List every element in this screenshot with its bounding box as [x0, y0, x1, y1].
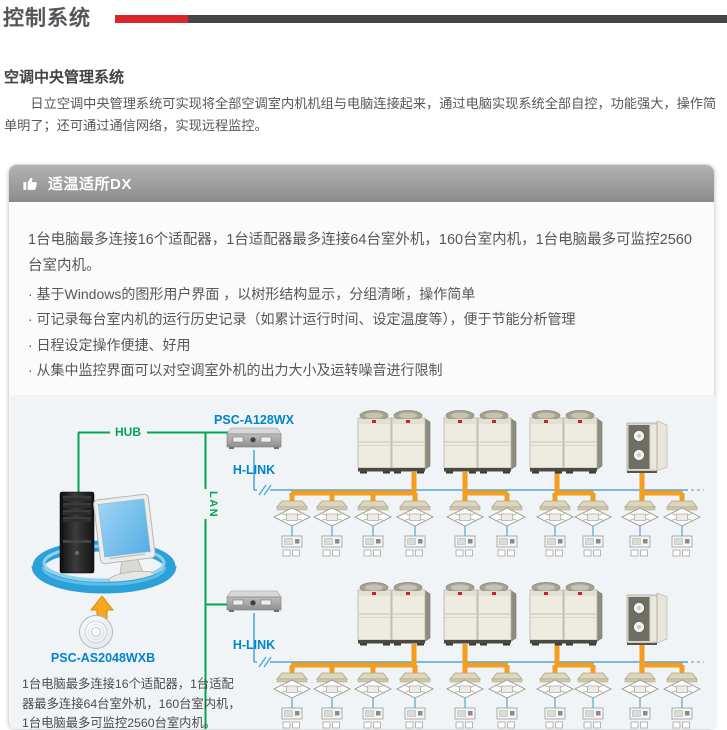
remote-controller [281, 535, 303, 557]
hlink-label: H-LINK [233, 463, 275, 477]
feature-list: · 基于Windows的图形用户界面 ，以树形结构显示，分组清晰，操作简单 · … [28, 282, 704, 384]
remote-controller [496, 707, 518, 729]
remote-controller [671, 535, 693, 557]
section-heading: 空调中央管理系统 [4, 69, 125, 86]
cassette-indoor-unit [396, 500, 434, 527]
cassette-indoor-unit [313, 500, 351, 527]
hlink-backbone: PSC-A128WX H-LINK H-LINK [214, 413, 295, 662]
cassette-indoor-unit [313, 672, 351, 699]
outdoor-unit-large [357, 410, 431, 474]
outdoor-unit-large [357, 582, 431, 646]
feature-panel-header: 适温适所DX [9, 165, 714, 202]
software-cd-group: PSC-AS2048WXB [51, 595, 155, 665]
cassette-indoor-unit [621, 672, 659, 699]
central-adapter-device [226, 427, 282, 450]
remote-controller [321, 707, 343, 729]
refrigerant-piping [289, 472, 685, 508]
pc-monitor [93, 493, 156, 584]
hlink-label: H-LINK [233, 638, 275, 652]
central-adapter-device [226, 590, 282, 613]
remote-controller [454, 535, 476, 557]
cassette-indoor-unit [446, 500, 484, 527]
intro-paragraph: 日立空调中央管理系统可实现将全部空调室内机机组与电脑连接起来，通过电脑实现系统全… [4, 96, 717, 133]
title-rule [115, 15, 727, 23]
feature-item: · 从集中监控界面可以对空调室外机的出力大小及运转噪音进行限制 [28, 362, 443, 379]
remote-controller [362, 535, 384, 557]
feature-item: · 可记录每台室内机的运行历史记录（如累计运行时间、设定温度等），便于节能分析管… [28, 311, 576, 328]
outdoor-unit-large [529, 410, 603, 474]
refrigerant-system-row [254, 410, 704, 557]
refrigerant-system-row [254, 582, 704, 729]
cassette-indoor-unit [663, 672, 701, 699]
title-rule-accent [115, 15, 188, 23]
remote-controller [671, 707, 693, 729]
cassette-indoor-unit [488, 672, 526, 699]
cassette-indoor-unit [396, 672, 434, 699]
cassette-indoor-unit [574, 500, 612, 527]
feature-item: · 基于Windows的图形用户界面 ，以树形结构显示，分组清晰，操作简单 [28, 286, 476, 302]
title-rule-bar [188, 15, 727, 23]
bus-break-marks [257, 484, 272, 668]
remote-controller [321, 535, 343, 557]
software-model-label: PSC-AS2048WXB [51, 651, 155, 665]
hub-label: HUB [115, 425, 141, 439]
lan-network-lines: HUB LAN [77, 425, 228, 729]
remote-controller [362, 707, 384, 729]
remote-controller [629, 535, 651, 557]
refrigerant-piping [289, 644, 685, 680]
panel-summary: 1台电脑最多连接16个适配器，1台适配器最多连接64台室外机，160台室内机，1… [28, 232, 692, 274]
remote-controller [544, 535, 566, 557]
remote-controller [496, 535, 518, 557]
cassette-indoor-unit [273, 672, 311, 699]
panel-title: 适温适所DX [48, 176, 132, 193]
cassette-indoor-unit [536, 672, 574, 699]
feature-item: · 日程设定操作便捷、好用 [28, 336, 191, 353]
outdoor-unit-large [443, 410, 517, 474]
remote-controller [629, 707, 651, 729]
remote-controller [454, 707, 476, 729]
remote-controller [582, 535, 604, 557]
cassette-indoor-unit [536, 500, 574, 527]
cassette-indoor-unit [574, 672, 612, 699]
remote-controller [544, 707, 566, 729]
cassette-indoor-unit [621, 500, 659, 527]
remote-controller [582, 707, 604, 729]
adapter-model-label: PSC-A128WX [214, 413, 295, 427]
remote-controller [404, 535, 426, 557]
cassette-indoor-unit [488, 500, 526, 527]
thumbs-up-icon [22, 175, 39, 192]
outdoor-unit-small [626, 592, 668, 646]
diagram-caption: 1台电脑最多连接16个适配器，1台适配器最多连接64台室外机，160台室内机，1… [22, 677, 241, 729]
page-title: 控制系统 [3, 7, 91, 30]
remote-controller [404, 707, 426, 729]
computer-illustration [31, 491, 177, 594]
cassette-indoor-unit [446, 672, 484, 699]
remote-controller [281, 707, 303, 729]
cassette-indoor-unit [663, 500, 701, 527]
cd-disc-icon [79, 615, 113, 649]
outdoor-unit-large [443, 582, 517, 646]
outdoor-unit-large [529, 582, 603, 646]
cassette-indoor-unit [354, 500, 392, 527]
outdoor-unit-small [626, 420, 668, 474]
system-diagram: HUB LAN PSC-A128WX H-LINK H-LINK [10, 395, 716, 729]
cassette-indoor-unit [273, 500, 311, 527]
lan-label: LAN [207, 491, 219, 518]
cassette-indoor-unit [354, 672, 392, 699]
